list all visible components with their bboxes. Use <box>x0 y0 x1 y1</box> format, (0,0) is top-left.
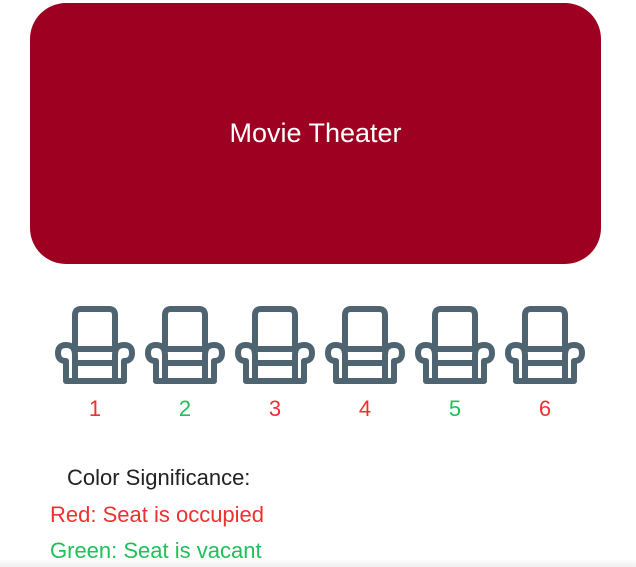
seat-6[interactable]: 6 <box>505 305 585 430</box>
armchair-icon <box>415 306 495 384</box>
theater-screen: Movie Theater <box>30 3 601 264</box>
legend-occupied: Red: Seat is occupied <box>50 502 265 527</box>
seat-1[interactable]: 1 <box>55 305 135 430</box>
seat-2[interactable]: 2 <box>145 305 225 430</box>
seat-number: 1 <box>88 396 102 421</box>
bottom-edge-shadow <box>0 559 636 567</box>
seat-number: 2 <box>178 396 192 421</box>
armchair-icon <box>505 306 585 384</box>
armchair-icon <box>145 306 225 384</box>
seat-number: 3 <box>268 396 282 421</box>
armchair-icon <box>55 306 135 384</box>
seat-row: 1 2 3 4 5 6 <box>0 305 636 435</box>
seat-number: 4 <box>358 396 372 421</box>
armchair-icon <box>235 306 315 384</box>
legend-title: Color Significance: <box>67 465 251 490</box>
legend-vacant: Green: Seat is vacant <box>50 538 262 563</box>
armchair-icon <box>325 306 405 384</box>
seat-4[interactable]: 4 <box>325 305 405 430</box>
screen-title: Movie Theater <box>229 118 402 148</box>
seat-5[interactable]: 5 <box>415 305 495 430</box>
seat-number: 5 <box>448 396 462 421</box>
seat-3[interactable]: 3 <box>235 305 315 430</box>
seat-number: 6 <box>538 396 552 421</box>
